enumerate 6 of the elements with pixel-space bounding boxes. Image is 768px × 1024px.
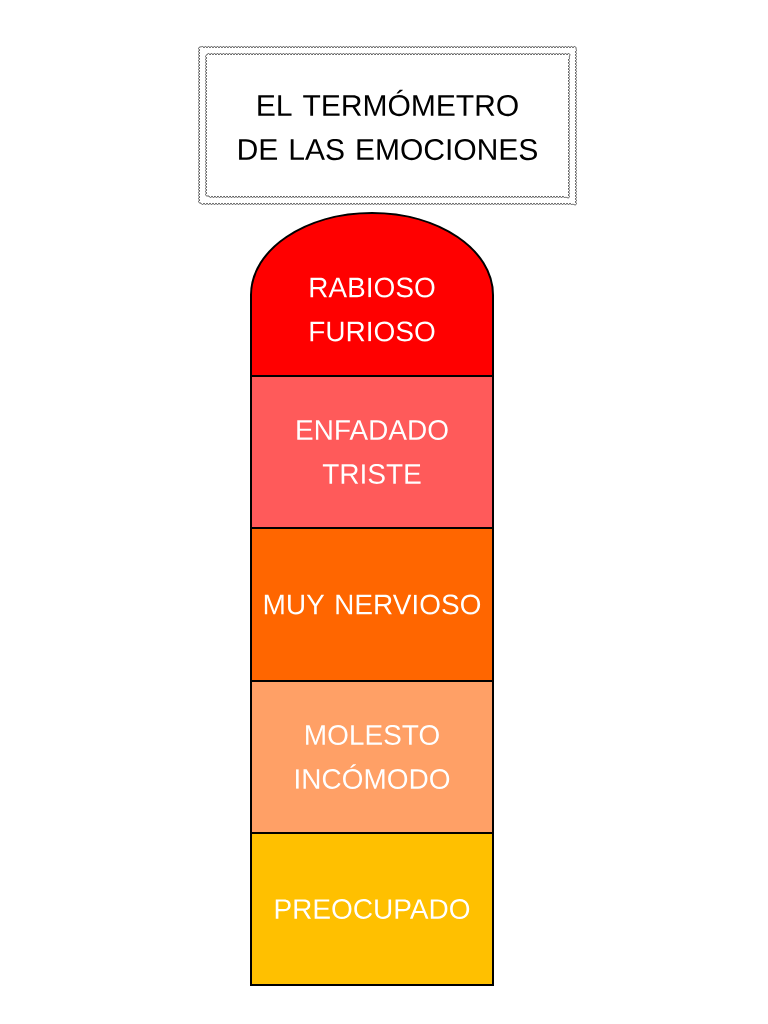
title-banner: EL TERMÓMETRO DE LAS EMOCIONES xyxy=(198,46,577,206)
emotion-segment: RABIOSO FURIOSO xyxy=(250,212,494,377)
emotion-segment: MOLESTO INCÓMODO xyxy=(250,680,494,834)
emotion-segment: ENFADADO TRISTE xyxy=(250,375,494,529)
emotion-segment: MUY NERVIOSO xyxy=(250,527,494,682)
emotion-segment: PREOCUPADO xyxy=(250,832,494,986)
